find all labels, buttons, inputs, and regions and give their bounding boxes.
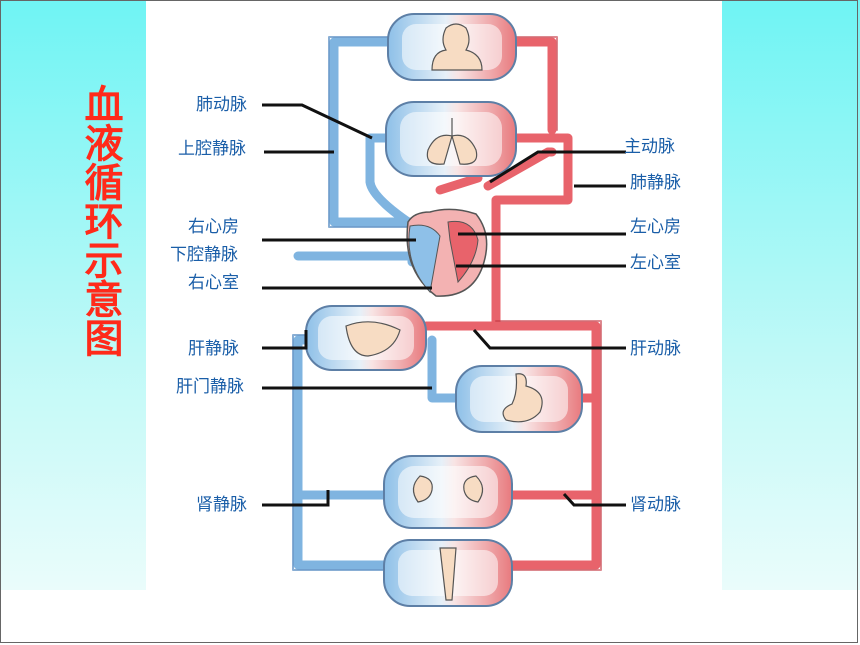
capillary-beds bbox=[305, 13, 583, 607]
liver-capillary bbox=[305, 305, 427, 371]
label-right-ventricle: 右心室 bbox=[188, 273, 239, 293]
label-aorta: 主动脉 bbox=[624, 137, 675, 157]
label-right-atrium: 右心房 bbox=[188, 217, 239, 237]
stomach-capillary bbox=[455, 365, 583, 433]
head-capillary bbox=[387, 13, 517, 81]
label-superior-vena-cava: 上腔静脉 bbox=[178, 139, 246, 159]
leader-hepatic-artery bbox=[472, 329, 626, 350]
lung-capillary bbox=[385, 101, 517, 177]
kidney-capillary bbox=[383, 455, 513, 529]
heart bbox=[406, 208, 488, 297]
leader-pulmonary-artery bbox=[262, 103, 373, 140]
leader-renal-artery bbox=[562, 492, 626, 507]
label-renal-artery: 肾动脉 bbox=[630, 495, 681, 515]
artery-outline bbox=[495, 36, 602, 571]
leader-renal-vein bbox=[262, 490, 330, 507]
leader-lines bbox=[262, 103, 626, 507]
vein-network bbox=[293, 37, 473, 570]
diagram-title: 血液循环示意图 bbox=[78, 84, 124, 357]
label-pulmonary-vein: 肺静脉 bbox=[630, 173, 681, 193]
background-right bbox=[722, 0, 860, 590]
label-hepatic-artery: 肝动脉 bbox=[630, 339, 681, 359]
label-hepatic-portal-vein: 肝门静脉 bbox=[176, 377, 244, 397]
label-hepatic-vein: 肝静脉 bbox=[188, 339, 239, 359]
label-left-atrium: 左心房 bbox=[630, 217, 681, 237]
label-renal-vein: 肾静脉 bbox=[196, 495, 247, 515]
label-pulmonary-artery: 肺动脉 bbox=[196, 95, 247, 115]
label-inferior-vena-cava: 下腔静脉 bbox=[170, 245, 238, 265]
leader-hepatic-vein bbox=[262, 330, 308, 350]
leg-capillary bbox=[383, 539, 513, 607]
label-left-ventricle: 左心室 bbox=[630, 253, 681, 273]
background-left bbox=[0, 0, 146, 590]
leader-aorta bbox=[489, 150, 626, 184]
